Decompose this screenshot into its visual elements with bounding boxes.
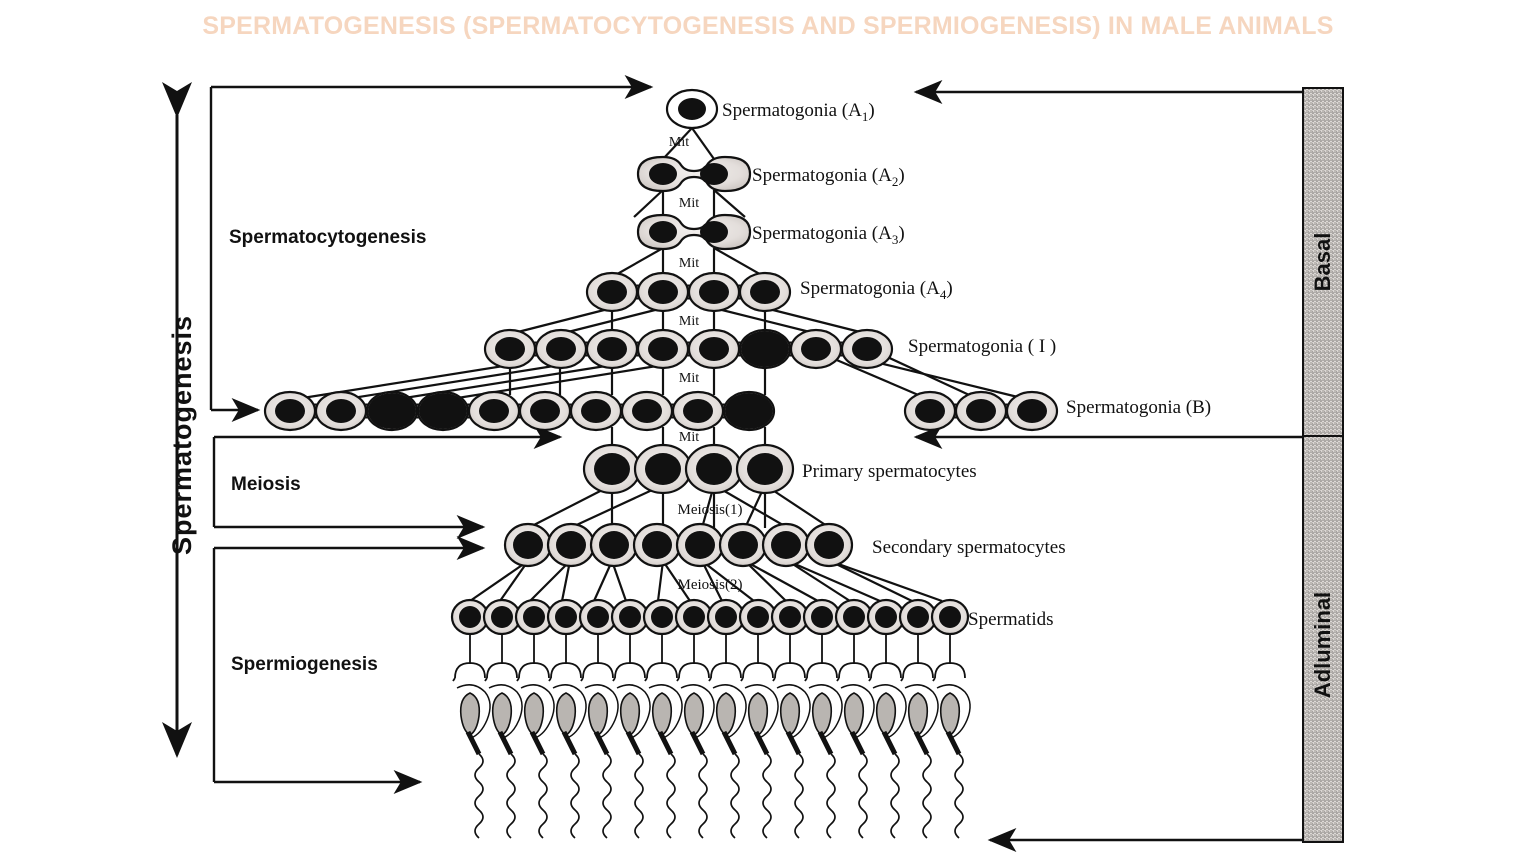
row-label-a2: Spermatogonia (A2) — [752, 165, 905, 189]
row-label-a4: Spermatogonia (A4) — [800, 278, 953, 302]
feedback-arrows — [913, 80, 1303, 852]
cell-row-b — [263, 390, 776, 432]
bracket-meiosis — [212, 425, 563, 539]
row-label-a1: Spermatogonia (A1) — [722, 100, 875, 124]
row-label-a3: Spermatogonia (A3) — [752, 223, 905, 247]
bracket-spermatocytogenesis — [209, 75, 654, 422]
spermatogenesis-axis: Spermatogenesis — [162, 82, 197, 758]
row-label-primary: Primary spermatocytes — [802, 461, 977, 482]
division-label-meiosis-1: Meiosis(1) — [678, 502, 743, 518]
page-title: SPERMATOGENESIS (SPERMATOCYTOGENESIS AND… — [202, 12, 1334, 40]
division-label-mit-6: Mit — [679, 430, 699, 445]
compartment-band: Basal Adluminal — [1302, 87, 1344, 843]
stage-label-spermatocytogenesis: Spermatocytogenesis — [229, 227, 426, 248]
division-label-mit-5: Mit — [679, 371, 699, 386]
spermatozoa-group — [452, 634, 971, 839]
row-label-spermatids: Spermatids — [968, 609, 1054, 630]
cell-row-a3 — [636, 213, 752, 251]
lineage-connectors — [289, 127, 1031, 603]
cell-row-a2 — [636, 155, 752, 193]
spermatogenesis-axis-label: Spermatogenesis — [167, 315, 197, 555]
row-label-b: Spermatogonia (B) — [1066, 397, 1211, 418]
division-label-mit-1: Mit — [669, 135, 689, 150]
cell-row-spermatids — [450, 598, 970, 636]
cell-row-secondary — [503, 522, 854, 568]
bracket-spermiogenesis — [212, 536, 486, 794]
division-label-mit-4: Mit — [679, 314, 699, 329]
compartment-label-adluminal: Adluminal — [1310, 592, 1335, 698]
cell-row-primary — [582, 443, 795, 495]
cell-row-b-side — [903, 390, 1059, 432]
stage-label-meiosis: Meiosis — [231, 474, 301, 495]
row-label-secondary: Secondary spermatocytes — [872, 537, 1066, 558]
cell-row-i — [483, 328, 894, 370]
row-label-i: Spermatogonia ( I ) — [908, 336, 1056, 357]
compartment-label-basal: Basal — [1310, 233, 1335, 292]
stage-label-spermiogenesis: Spermiogenesis — [231, 654, 378, 675]
cell-row-a1 — [665, 88, 719, 130]
division-label-meiosis-2: Meiosis(2) — [678, 577, 743, 593]
division-label-mit-2: Mit — [679, 196, 699, 211]
cell-row-a4 — [585, 271, 792, 313]
division-label-mit-3: Mit — [679, 256, 699, 271]
